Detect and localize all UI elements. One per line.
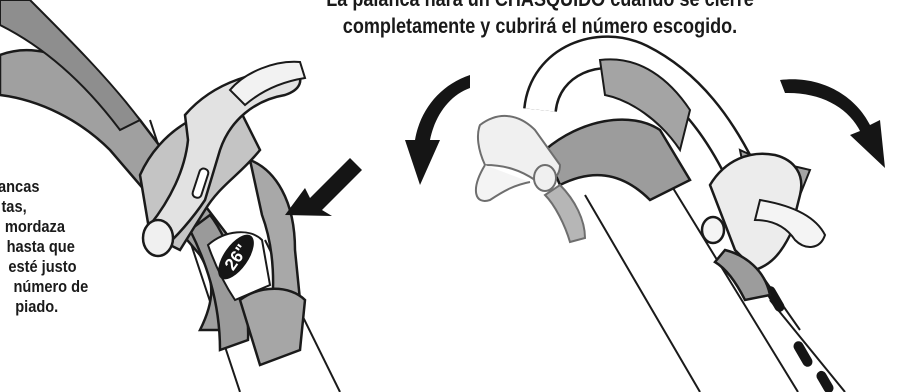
arrow-left-icon <box>285 158 362 216</box>
caption-left-line-2: tas, <box>1 197 27 216</box>
caption-left-line-3: mordaza <box>4 217 66 236</box>
instruction-caption-left: ancas tas, mordaza hasta que esté justo … <box>0 177 161 317</box>
caption-left-line-7: piado. <box>15 297 59 316</box>
caption-top-line-1: La palanca hará un CHASQUIDO cuando se c… <box>239 0 841 13</box>
curved-arrow-right-icon <box>780 79 885 168</box>
caption-left-line-1: ancas <box>0 177 40 196</box>
left-figure: 26" <box>0 0 362 392</box>
caption-left-line-6: número de <box>13 277 89 296</box>
curved-arrow-left-icon <box>405 75 470 185</box>
instruction-caption-top: La palanca hará un CHASQUIDO cuando se c… <box>239 0 841 40</box>
caption-left-line-4: hasta que <box>6 237 75 256</box>
caption-top-line-2: completamente y cubrirá el número escogi… <box>342 15 738 38</box>
right-figure <box>405 35 885 392</box>
caption-left-line-5: esté justo <box>8 257 77 276</box>
